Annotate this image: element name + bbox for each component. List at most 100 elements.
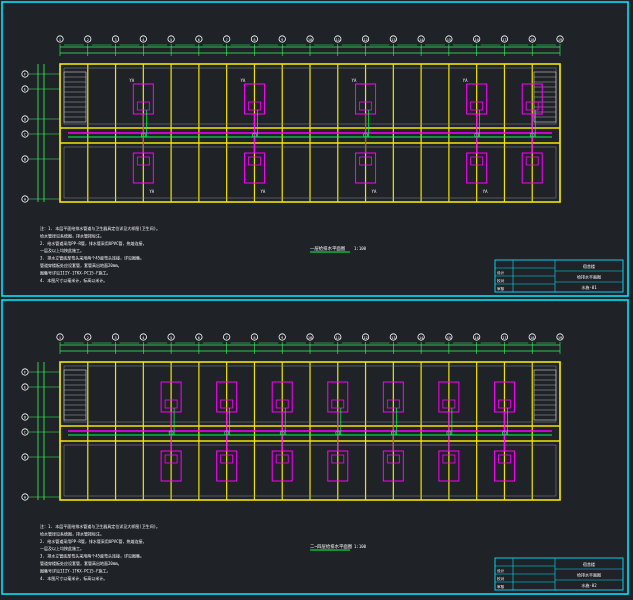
axis-label: C — [24, 430, 26, 434]
note-line: 3. 排水立管底部弯头采用两个45度弯头连接，详见图集。 — [40, 255, 144, 261]
axis-bubble — [250, 35, 259, 43]
riser — [446, 430, 452, 436]
toilet-fixture — [220, 399, 234, 409]
axis-label: 3 — [114, 336, 116, 340]
title-block-drawing: 给排水平面图 — [577, 572, 601, 578]
title-block-row: 设计 — [497, 568, 505, 573]
toilet-fixture — [220, 454, 234, 464]
riser — [224, 430, 230, 436]
axis-bubble — [473, 35, 481, 43]
axis-bubble — [21, 368, 29, 376]
note-line: 4. 本图尺寸以毫米计，标高以米计。 — [40, 277, 107, 283]
axis-bubble — [361, 333, 370, 341]
axis-label: F — [24, 370, 26, 374]
axis-label: A — [24, 495, 27, 499]
axis-label: 16 — [475, 336, 479, 340]
axis-label: C — [24, 132, 26, 136]
note-line: 3. 排水立管底部弯头采用两个45度弯头连接，详见图集。 — [40, 553, 144, 559]
toilet-fixture — [498, 454, 511, 464]
plan-title: 二~四层给排水平面图 — [310, 543, 353, 550]
axis-label: 5 — [170, 38, 172, 42]
toilet-fixture — [442, 454, 456, 464]
room-label: YA — [372, 189, 377, 194]
plan-scale: 1:100 — [354, 246, 367, 251]
toilet-fixture — [164, 454, 178, 464]
axis-label: D — [24, 415, 26, 419]
room-label: YA — [483, 189, 488, 194]
title-block-project: 宿舍楼 — [583, 263, 595, 269]
toilet-fixture — [331, 399, 345, 409]
riser — [140, 132, 146, 138]
toilet-fixture — [386, 399, 400, 409]
axis-label: 18 — [530, 336, 534, 340]
riser — [168, 430, 174, 436]
axis-bubble — [528, 333, 536, 341]
axis-bubble — [56, 35, 64, 43]
axis-bubble — [195, 35, 203, 43]
axis-label: 10 — [308, 38, 312, 42]
outer-wall — [59, 361, 561, 501]
title-block-drawing: 给排水平面图 — [577, 274, 601, 280]
toilet-fixture — [164, 399, 178, 409]
note-line: 2. 给水管道采用PP-R管，排水管采用UPVC管，热熔连接， — [40, 240, 147, 246]
axis-bubble — [306, 35, 314, 43]
title-block-row: 审核 — [497, 584, 505, 589]
axis-label: 2 — [87, 38, 89, 42]
axis-bubble — [250, 333, 259, 341]
axis-bubble — [21, 155, 29, 163]
sheet-frame — [1, 1, 629, 297]
axis-bubble — [473, 333, 481, 341]
axis-bubble — [500, 333, 509, 341]
note-line: 2. 给水管道采用PP-R管，排水管采用UPVC管，热熔连接， — [40, 538, 147, 544]
axis-bubble — [167, 333, 175, 341]
axis-bubble — [417, 35, 425, 43]
axis-label: 13 — [391, 38, 395, 42]
note-line: 图集号详见IIIY-1TKX-PC15-F施工。 — [40, 567, 111, 573]
axis-label: 11 — [336, 38, 340, 42]
axis-label: 19 — [558, 38, 562, 42]
axis-bubble — [195, 333, 203, 341]
axis-label: 6 — [198, 38, 200, 42]
note-line: 给水管径见系统图，排水管按标注。 — [40, 232, 104, 238]
toilet-fixture — [470, 156, 484, 166]
note-line: 一层及以上均按此施工。 — [40, 545, 84, 551]
axis-label: 10 — [308, 336, 312, 340]
axis-bubble — [556, 35, 564, 43]
riser — [502, 430, 507, 436]
toilet-fixture — [275, 399, 289, 409]
axis-label: 15 — [447, 336, 451, 340]
axis-bubble — [223, 35, 231, 43]
axis-bubble — [21, 413, 29, 421]
axis-bubble — [111, 35, 120, 43]
axis-label: 4 — [142, 336, 144, 340]
riser — [529, 132, 535, 138]
room-outline — [63, 444, 557, 497]
axis-label: 18 — [530, 38, 534, 42]
toilet-fixture — [525, 156, 539, 166]
room-label: YA — [129, 78, 134, 83]
toilet-fixture — [498, 399, 511, 409]
axis-label: 9 — [281, 38, 283, 42]
toilet-fixture — [386, 454, 400, 464]
axis-bubble — [84, 35, 92, 43]
axis-label: 3 — [114, 38, 116, 42]
sheet-frame — [1, 299, 629, 595]
axis-label: A — [24, 197, 27, 201]
axis-label: 11 — [336, 336, 340, 340]
axis-bubble — [84, 333, 92, 341]
axis-label: 6 — [198, 336, 200, 340]
axis-label: 12 — [363, 38, 367, 42]
note-line: 一层及以上均按此施工。 — [40, 247, 84, 253]
axis-bubble — [417, 333, 425, 341]
axis-label: 1 — [59, 38, 61, 42]
riser — [279, 430, 285, 436]
axis-bubble — [21, 195, 29, 203]
title-block-number: 水施-01 — [581, 284, 597, 290]
note-line: 给水管径见系统图，排水管按标注。 — [40, 530, 104, 536]
axis-bubble — [278, 35, 286, 43]
axis-label: B — [24, 455, 26, 459]
